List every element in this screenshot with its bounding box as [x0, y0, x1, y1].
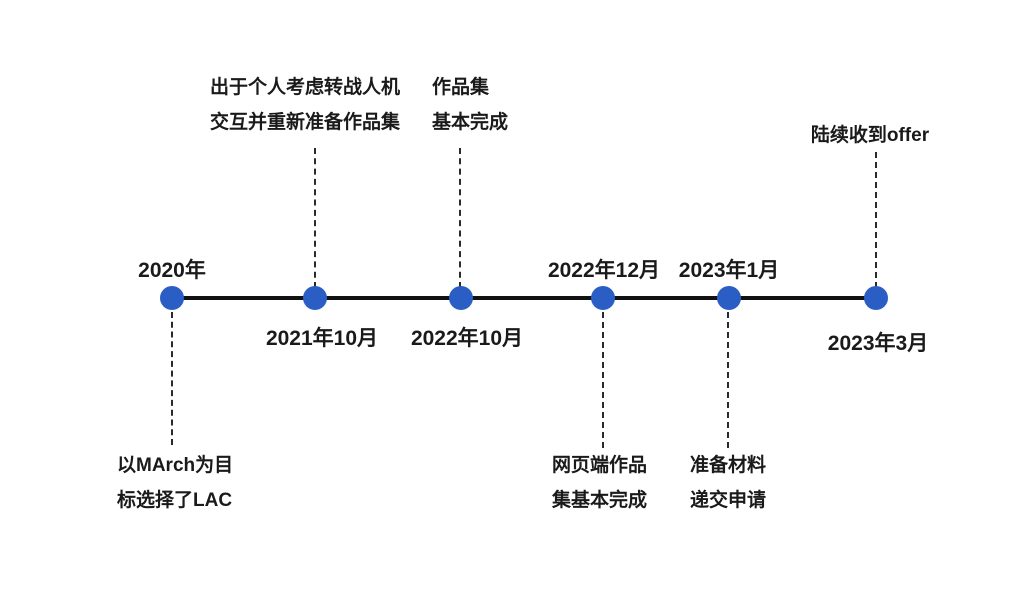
event-description-line: 基本完成 — [432, 112, 509, 133]
event-description-2022-12: 网页端作品 集基本完成 — [552, 448, 647, 518]
connector-2023-03 — [875, 152, 877, 288]
event-description-line: 陆续收到offer — [810, 125, 930, 146]
timeline-dot-2022-12 — [591, 286, 615, 310]
connector-2021-10 — [314, 148, 316, 288]
event-description-line: 标选择了LAC — [117, 490, 233, 511]
connector-2023-01 — [727, 312, 729, 448]
timeline-dot-2021-10 — [303, 286, 327, 310]
event-description-line: 递交申请 — [690, 490, 767, 511]
event-description-line: 网页端作品 — [552, 455, 648, 476]
event-description-2020: 以MArch为目 标选择了LAC — [117, 448, 233, 518]
connector-2022-12 — [602, 312, 604, 448]
event-description-2021-10: 出于个人考虑转战人机 交互并重新准备作品集 — [205, 70, 405, 140]
timeline-dot-2020 — [160, 286, 184, 310]
event-description-line: 准备材料 — [690, 455, 767, 476]
event-description-line: 作品集 — [432, 77, 490, 98]
event-description-line: 交互并重新准备作品集 — [209, 112, 400, 133]
timeline-dot-2023-03 — [864, 286, 888, 310]
event-description-line: 出于个人考虑转战人机 — [209, 77, 400, 98]
connector-2022-10 — [459, 148, 461, 288]
event-description-line: 以MArch为目 — [117, 455, 234, 476]
date-label-2021-10: 2021年10月 — [265, 327, 379, 350]
connector-2020 — [171, 312, 173, 445]
event-description-2023-01: 准备材料 递交申请 — [690, 448, 766, 518]
date-label-2022-12: 2022年12月 — [547, 259, 661, 282]
timeline-dot-2023-01 — [717, 286, 741, 310]
timeline-axis — [172, 296, 877, 300]
date-label-2023-03: 2023年3月 — [827, 332, 929, 355]
event-description-2022-10: 作品集 基本完成 — [432, 70, 508, 140]
date-label-2020: 2020年 — [138, 259, 206, 282]
event-description-2023-03: 陆续收到offer — [770, 118, 970, 153]
date-label-2023-01: 2023年1月 — [678, 259, 780, 282]
date-label-2022-10: 2022年10月 — [410, 327, 524, 350]
timeline-dot-2022-10 — [449, 286, 473, 310]
event-description-line: 集基本完成 — [552, 490, 648, 511]
